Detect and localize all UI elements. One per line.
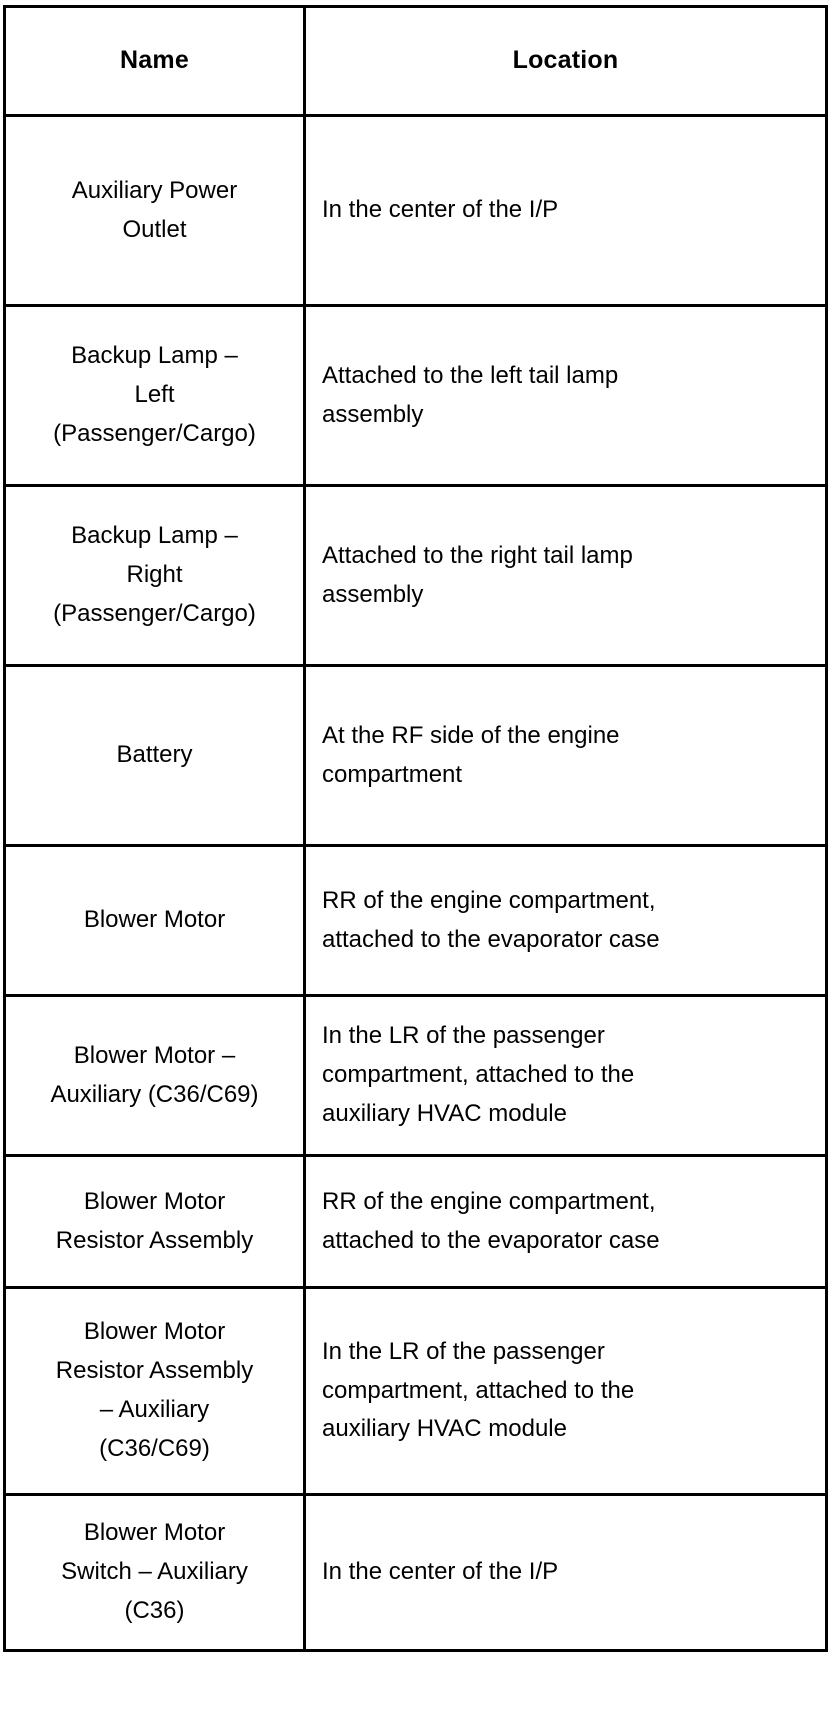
cell-component-name: Blower Motor Resistor Assembly (3, 1154, 306, 1289)
component-name-text: Blower Motor Resistor Assembly – Auxilia… (55, 1318, 254, 1462)
cell-component-name: Blower Motor – Auxiliary (C36/C69) (3, 994, 306, 1157)
component-location-text: In the center of the I/P (322, 196, 559, 224)
cell-component-name: Auxiliary Power Outlet (3, 114, 306, 307)
column-header-location-label: Location (512, 46, 619, 75)
cell-component-name: Blower Motor (3, 844, 306, 997)
component-location-text: Attached to the right tail lamp assembly (322, 541, 633, 608)
component-name-text: Blower Motor Switch – Auxiliary (C36) (61, 1519, 248, 1624)
table-row: Backup Lamp – Right (Passenger/Cargo) Att… (3, 484, 828, 667)
cell-component-location: RR of the engine compartment, attached t… (303, 844, 828, 997)
cell-component-name: Blower Motor Switch – Auxiliary (C36) (3, 1493, 306, 1652)
component-name-text: Backup Lamp – Right (Passenger/Cargo) (53, 522, 256, 627)
cell-component-location: RR of the engine compartment, attached t… (303, 1154, 828, 1289)
table-header: Name Location (3, 5, 828, 117)
table-row: Blower Motor Resistor Assembly – Auxilia… (3, 1286, 828, 1496)
cell-component-name: Backup Lamp – Right (Passenger/Cargo) (3, 484, 306, 667)
table-body: Auxiliary Power Outlet In the center of t… (3, 114, 828, 1652)
table-row: Backup Lamp – Left (Passenger/Cargo) Atta… (3, 304, 828, 487)
component-location-text: Attached to the left tail lamp assembly (322, 361, 619, 428)
cell-component-name: Backup Lamp – Left (Passenger/Cargo) (3, 304, 306, 487)
column-header-location: Location (303, 5, 828, 117)
table-row: Blower Motor Resistor Assembly RR of the … (3, 1154, 828, 1289)
component-location-text: At the RF side of the engine compartment (322, 721, 620, 788)
column-header-name: Name (3, 5, 306, 117)
cell-component-location: In the center of the I/P (303, 1493, 828, 1652)
cell-component-location: Attached to the right tail lamp assembly (303, 484, 828, 667)
cell-component-location: In the LR of the passenger compartment, … (303, 1286, 828, 1496)
table-row: Auxiliary Power Outlet In the center of t… (3, 114, 828, 307)
cell-component-location: At the RF side of the engine compartment (303, 664, 828, 847)
table-header-row: Name Location (3, 5, 828, 117)
component-location-text: In the center of the I/P (322, 1558, 559, 1586)
component-name-text: Backup Lamp – Left (Passenger/Cargo) (53, 342, 256, 447)
component-name-text: Battery (116, 741, 193, 769)
column-header-name-label: Name (120, 46, 189, 75)
table-row: Battery At the RF side of the engine comp… (3, 664, 828, 847)
component-name-text: Blower Motor – Auxiliary (C36/C69) (50, 1041, 259, 1108)
component-name-text: Blower Motor Resistor Assembly (55, 1187, 254, 1254)
component-name-text: Blower Motor (83, 906, 226, 934)
table-row: Blower Motor – Auxiliary (C36/C69) In the… (3, 994, 828, 1157)
component-location-text: In the LR of the passenger compartment, … (322, 1022, 635, 1127)
component-location-text: In the LR of the passenger compartment, … (322, 1337, 635, 1443)
component-location-text: RR of the engine compartment, attached t… (322, 1187, 660, 1254)
cell-component-name: Blower Motor Resistor Assembly – Auxilia… (3, 1286, 306, 1496)
table-row: Blower Motor Switch – Auxiliary (C36) In … (3, 1493, 828, 1652)
component-location-table: Name Location Auxiliary Power Outlet In t… (3, 5, 828, 1652)
component-location-text: RR of the engine compartment, attached t… (322, 886, 660, 953)
table-row: Blower Motor RR of the engine compartment… (3, 844, 828, 997)
component-name-text: Auxiliary Power Outlet (71, 176, 238, 243)
cell-component-location: In the LR of the passenger compartment, … (303, 994, 828, 1157)
cell-component-location: Attached to the left tail lamp assembly (303, 304, 828, 487)
cell-component-name: Battery (3, 664, 306, 847)
cell-component-location: In the center of the I/P (303, 114, 828, 307)
